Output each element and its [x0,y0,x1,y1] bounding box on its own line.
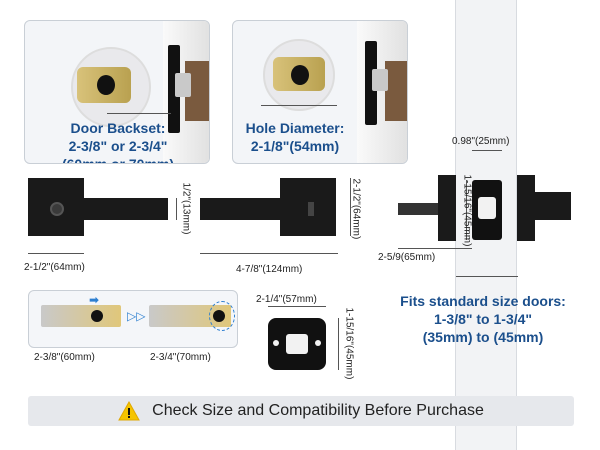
latch-height-line [466,180,467,240]
latch-plate [365,41,377,125]
rose-width-line [28,253,84,254]
spindle-hole [97,75,115,95]
warning-banner-text: Check Size and Compatibility Before Purc… [152,402,484,419]
rose-width-label: 2-1/2"(64mm) [24,262,85,273]
door-thickness-line [456,276,518,277]
fits-line1: Fits standard size doors: [400,293,566,309]
hole-diameter-photo-card: Hole Diameter: 2-1/8"(54mm) [232,20,408,164]
privacy-button-icon [308,202,314,216]
strike-height-label-wrap: 1-15/16"(45mm) [314,308,384,380]
rose-height-64-label-wrap: 2-1/2"(64mm) [326,179,386,240]
backset-label-group: Door Backset: 2-3/8" or 2-3/4" (60mm or … [25,119,209,164]
warning-icon [118,400,140,421]
strike-width-line [268,306,326,307]
hole-title: Hole Diameter: [245,120,345,136]
hole-value: 2-1/8"(54mm) [250,138,340,154]
hole-label-group: Hole Diameter: 2-1/8"(54mm) [233,119,357,155]
lever-length-label: 4-7/8"(124mm) [236,264,303,275]
backset-photo-card: Door Backset: 2-3/8" or 2-3/4" (60mm or … [24,20,210,164]
strike-height-line [338,318,339,370]
latch-bolt-opening [478,197,496,219]
latch-bolt [175,73,191,97]
backset-60-label: 2-3/8"(60mm) [34,352,95,363]
latch-tube [398,203,438,215]
latch-top-line [472,150,502,151]
latch-plate [168,45,180,133]
latch-depth-line [398,248,472,249]
hole-dimension-line [261,105,337,106]
latch-rose-left [438,175,456,241]
latch-height-label: 1-15/16"(45mm) [461,174,473,247]
spindle-hole [291,65,309,85]
strike-width-label: 2-1/4"(57mm) [256,294,317,305]
latch-60-hole [91,310,103,322]
lever-screw-icon [50,202,64,216]
strike-screw-left [273,340,279,346]
lever-front-view [44,198,168,220]
latch-rose-right [517,175,535,241]
chevrons-right-icon: ▷▷ [127,309,146,323]
rose-height-64-label: 2-1/2"(64mm) [350,178,362,240]
arrow-right-icon: ➡ [89,293,100,307]
backset-70-label: 2-3/4"(70mm) [150,352,211,363]
backset-title: Door Backset: [70,120,166,136]
backset-line1: 2-3/8" or 2-3/4" [68,138,168,154]
latch-70-highlight [209,301,235,331]
rose-height-line [176,198,177,220]
latch-bolt [372,69,388,91]
fits-line2: 1-3/8" to 1-3/4" [433,311,533,327]
rose-height-64-line [350,178,351,236]
backset-dimension-line [107,113,171,114]
fits-line3: (35mm) to (45mm) [422,329,544,345]
latch-depth-label: 2-5/9(65mm) [378,252,436,263]
latch-lever-right [535,192,571,220]
latch-60-body [41,305,121,327]
backset-line2: (60mm or 70mm) [61,156,175,164]
latch-top-label: 0.98"(25mm) [452,136,510,147]
lever-length-line [200,253,338,254]
wall-photo [385,61,407,121]
rose-height-label: 1/2"(13mm) [180,182,192,235]
adjustable-latch-card: ➡ ▷▷ [28,290,238,348]
strike-height-label: 1-15/16"(45mm) [343,307,355,380]
latch-height-label-wrap: 1-15/16"(45mm) [432,175,502,247]
fits-label-group: Fits standard size doors: 1-3/8" to 1-3/… [378,292,588,346]
lever-side-handle [200,198,306,220]
strike-screw-right [315,340,321,346]
strike-opening [286,334,308,354]
warning-banner: Check Size and Compatibility Before Purc… [28,396,574,426]
